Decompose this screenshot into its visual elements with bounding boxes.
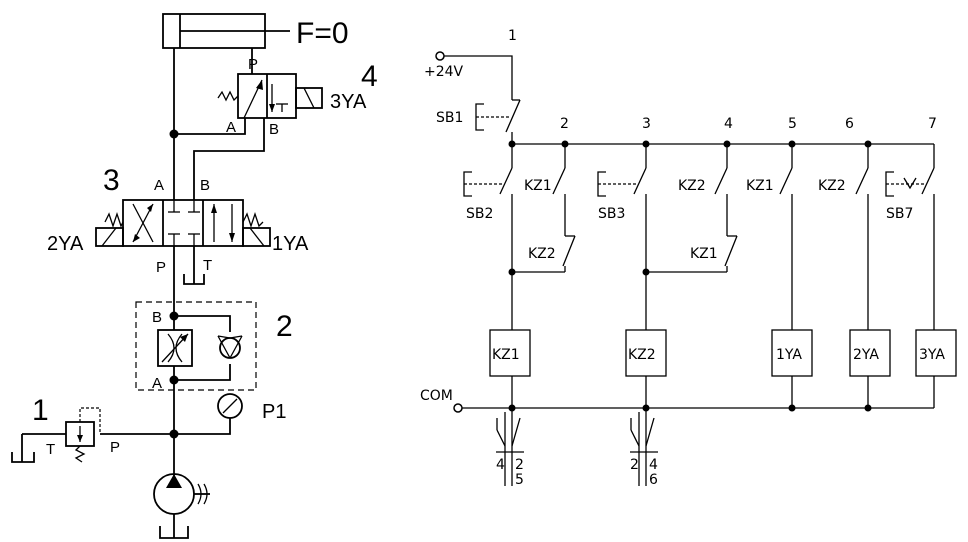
pump-tank (159, 526, 189, 539)
valve-4-b-line (193, 118, 265, 200)
valve-4-solenoid (295, 87, 323, 109)
svg-text:B: B (152, 309, 162, 326)
line-number-4: 4 (724, 116, 733, 132)
sb1-button: SB1 (436, 99, 521, 144)
valve-4-coil-label: 3YA (330, 91, 367, 113)
pump (153, 473, 210, 539)
svg-text:A: A (154, 177, 164, 194)
line-number-6: 6 (845, 116, 854, 132)
svg-text:4: 4 (649, 457, 658, 473)
1ya-coil-label: 1YA (776, 347, 802, 363)
3ya-coil (915, 329, 957, 377)
kz1-1ya-contact-label: KZ1 (746, 178, 774, 194)
relief-valve-number: 1 (32, 394, 49, 427)
line-number-1: 1 (508, 28, 517, 44)
check-valve-ball (219, 337, 241, 359)
svg-text:T: T (46, 441, 55, 458)
sb2-label: SB2 (466, 206, 493, 222)
svg-text:P: P (156, 259, 166, 276)
svg-text:P: P (110, 439, 120, 456)
svg-text:P: P (248, 56, 258, 73)
valve-3-body (122, 199, 244, 247)
flow-valve-2: B A 2 (135, 301, 293, 392)
com-label: COM (420, 388, 453, 404)
sb1-label: SB1 (436, 110, 463, 126)
valve-3-number: 3 (103, 164, 120, 197)
valve-4: P A B 4 3YA (217, 56, 378, 138)
electrical-circuit: +24V 1 2 3 4 5 6 7 SB1 (420, 28, 957, 488)
svg-text:A: A (152, 375, 162, 392)
svg-text:2: 2 (630, 457, 639, 473)
valve-4-number: 4 (361, 60, 378, 93)
svg-text:6: 6 (649, 472, 658, 488)
valve-4-spring (217, 90, 239, 102)
branch-1ya: KZ1 1YA (746, 144, 813, 408)
svg-text:B: B (269, 121, 279, 138)
branch-3ya: SB7 3YA (885, 144, 957, 408)
valve-3-coil-right-label: 1YA (272, 233, 309, 255)
kz1-interlock-label: KZ1 (690, 246, 718, 262)
force-label: F=0 (296, 17, 349, 50)
line-number-3: 3 (642, 116, 651, 132)
pressure-gauge (217, 393, 243, 419)
svg-text:B: B (200, 177, 210, 194)
flow-valve-2-enclosure (135, 301, 257, 391)
valve-3-left-spring (104, 211, 124, 229)
branch-kz2: SB3 KZ2 KZ1 KZ2 (597, 144, 738, 408)
sb7-label: SB7 (886, 206, 913, 222)
kz1-hold-label: KZ1 (524, 178, 552, 194)
cylinder: F=0 (162, 13, 349, 50)
valve-3-right-spring (242, 211, 264, 229)
relief-valve-1: 1 T P (11, 394, 174, 463)
relief-valve-spring (74, 445, 86, 463)
kz2-2ya-contact-label: KZ2 (818, 178, 846, 194)
branch-kz1: SB2 KZ1 KZ2 KZ1 (463, 144, 576, 408)
com-terminal (453, 403, 463, 413)
relief-valve-tank (11, 452, 35, 463)
2ya-coil (849, 329, 891, 377)
hydraulic-circuit: F=0 P A B 4 3YA (11, 13, 378, 539)
valve-3-tank (183, 274, 205, 285)
svg-text:4: 4 (496, 457, 505, 473)
svg-text:A: A (226, 119, 236, 136)
svg-text:2: 2 (515, 457, 524, 473)
flow-valve-number: 2 (276, 310, 293, 343)
kz1-coil (489, 329, 531, 377)
valve-3: A B P T 3 2YA 1YA (47, 164, 309, 276)
kz2-interlock-label: KZ2 (528, 246, 556, 262)
throttle-box (157, 329, 193, 367)
line-number-7: 7 (928, 116, 937, 132)
line-number-5: 5 (788, 116, 797, 132)
svg-text:5: 5 (515, 472, 524, 488)
svg-text:T: T (203, 257, 212, 274)
valve-3-coil-left-label: 2YA (47, 233, 84, 255)
kz1-cross-reference: 4 2 5 (496, 408, 524, 488)
line-number-2: 2 (560, 116, 569, 132)
kz2-cross-reference: 2 4 6 (630, 408, 658, 488)
gauge-label: P1 (262, 401, 286, 423)
2ya-coil-label: 2YA (853, 347, 879, 363)
kz2-coil-label: KZ2 (628, 347, 656, 363)
supply-terminal (435, 51, 445, 61)
valve-3-right-solenoid (242, 227, 271, 247)
kz2-hold-label: KZ2 (678, 178, 706, 194)
supply-label: +24V (424, 64, 464, 80)
valve-3-left-solenoid (95, 227, 124, 247)
kz1-coil-label: KZ1 (492, 347, 520, 363)
branch-2ya: KZ2 2YA (818, 144, 891, 408)
valve-4-a-line (174, 118, 246, 135)
3ya-coil-label: 3YA (919, 347, 945, 363)
sb3-label: SB3 (598, 206, 625, 222)
